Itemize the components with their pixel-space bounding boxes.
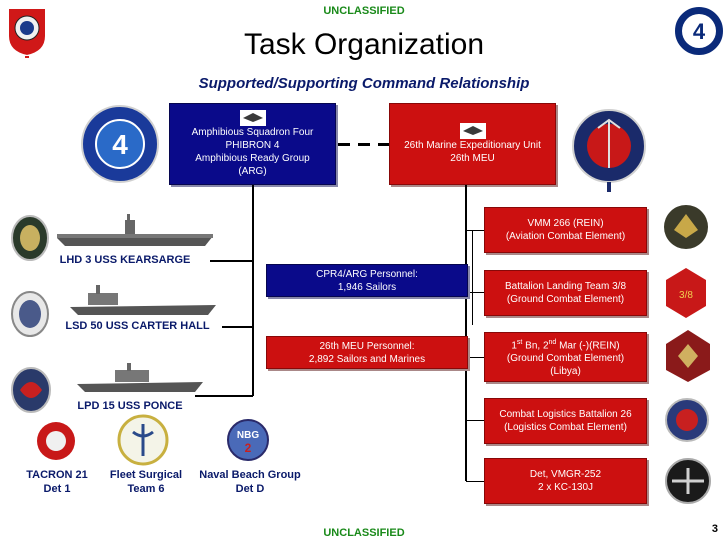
ship-label-carter-hall: LSD 50 USS CARTER HALL [65, 320, 210, 332]
phibron-4-box: Amphibious Squadron Four PHIBRON 4 Amphi… [169, 103, 336, 185]
phibron-4-seal-icon: 4 [80, 104, 160, 184]
phibron-line2: PHIBRON 4 [225, 140, 280, 151]
cpr4-line2: 1,946 Sailors [337, 281, 397, 293]
blt-3-8-insignia-icon: 3/8 [664, 266, 708, 320]
element-box-vmm-266: VMM 266 (REIN) (Aviation Combat Element) [484, 207, 647, 253]
supported-supporting-dashed-line [338, 143, 389, 146]
classification-bottom: UNCLASSIFIED [323, 527, 405, 539]
page-number: 3 [711, 523, 718, 535]
element-box-1st-bn-2nd-mar: 1st Bn, 2nd Mar (-)(REIN) (Ground Combat… [484, 332, 647, 382]
page-title: Task Organization [243, 28, 485, 61]
element-box-blt-3-8: Battalion Landing Team 3/8 (Ground Comba… [484, 270, 647, 316]
page-subtitle: Supported/Supporting Command Relationshi… [198, 75, 530, 92]
clb-26-insignia-icon [664, 396, 710, 444]
nbg-badge-text: NBG [237, 430, 259, 441]
carter-hall-ship-silhouette-icon [68, 283, 218, 317]
svg-text:3/8: 3/8 [679, 290, 693, 301]
meu-line2: 26th MEU [450, 153, 495, 164]
meu-line1: 26th Marine Expeditionary Unit [404, 140, 541, 151]
element-line1: Battalion Landing Team 3/8 [504, 281, 626, 292]
support-unit-fleet-surgical: Fleet Surgical Team 6 [109, 469, 183, 495]
cpr4-line1: CPR4/ARG Personnel: [316, 268, 418, 280]
element-line1: 1st Bn, 2nd Mar (-)(REIN) [511, 338, 620, 352]
vmgr-252-insignia-icon [664, 456, 712, 506]
element-line1: Det, VMGR-252 [529, 469, 602, 480]
element-line2: 2 x KC-130J [537, 482, 594, 493]
phibron-trunk-line [252, 185, 254, 396]
kearsarge-connector-line [210, 260, 253, 262]
element-line2: (Aviation Combat Element) [505, 231, 626, 242]
svg-text:4: 4 [693, 19, 706, 44]
element-line1: VMM 266 (REIN) [527, 218, 604, 229]
ponce-connector-line [195, 395, 253, 397]
element-line3: (Libya) [550, 366, 581, 378]
meu-trunk-line [465, 185, 467, 481]
element-box-vmgr-252: Det, VMGR-252 2 x KC-130J [484, 458, 647, 504]
phibron-line3: Amphibious Ready Group [195, 153, 310, 164]
ace-blt-bracket-line [472, 230, 473, 325]
eagle-insignia-icon [459, 123, 486, 139]
meu-personnel-line1: 26th MEU Personnel: [319, 340, 415, 352]
support-unit-naval-beach-group: Naval Beach Group Det D [199, 469, 301, 495]
amphibious-squadron-corner-seal-icon: 4 [673, 2, 725, 60]
ace-connector-line [466, 230, 484, 231]
svg-text:2: 2 [245, 441, 252, 455]
carter-hall-connector-line [222, 326, 253, 328]
gce-libya-connector-line [466, 357, 484, 358]
kearsarge-ship-silhouette-icon [55, 210, 215, 250]
1st-bn-2nd-mar-insignia-icon [664, 328, 712, 384]
element-line2: (Logistics Combat Element) [504, 422, 627, 433]
vmm-266-insignia-icon [662, 202, 710, 252]
blt-connector-line [466, 292, 484, 293]
classification-top: UNCLASSIFIED [323, 5, 405, 17]
svg-text:4: 4 [112, 129, 128, 160]
ponce-ship-silhouette-icon [75, 362, 205, 394]
cpr4-personnel-box: CPR4/ARG Personnel: 1,946 Sailors [266, 264, 468, 297]
ship-label-kearsarge: LHD 3 USS KEARSARGE [59, 254, 191, 266]
eagle-insignia-icon [239, 110, 266, 126]
vmgr-connector-line [466, 481, 484, 482]
support-unit-tacron-21: TACRON 21 Det 1 [26, 469, 88, 495]
ponce-crest-icon [10, 366, 52, 414]
kearsarge-crest-icon [10, 214, 50, 262]
ship-label-ponce: LPD 15 USS PONCE [77, 400, 183, 412]
phibron-corner-seal-icon [4, 6, 50, 58]
tacron-21-seal-icon [36, 418, 76, 464]
fleet-surgical-team-seal-icon [117, 414, 169, 466]
meu-personnel-line2: 2,892 Sailors and Marines [308, 353, 426, 365]
element-line1: Combat Logistics Battalion 26 [499, 409, 632, 420]
meu-personnel-box: 26th MEU Personnel: 2,892 Sailors and Ma… [266, 336, 468, 369]
clb-connector-line [466, 420, 484, 421]
element-line2: (Ground Combat Element) [506, 353, 625, 365]
element-line2: (Ground Combat Element) [506, 294, 625, 305]
26th-meu-box: 26th Marine Expeditionary Unit 26th MEU [389, 103, 556, 185]
element-box-clb-26: Combat Logistics Battalion 26 (Logistics… [484, 398, 647, 444]
carter-hall-crest-icon [10, 290, 50, 338]
phibron-line4: (ARG) [238, 166, 267, 177]
26th-meu-seal-icon [568, 106, 650, 194]
phibron-line1: Amphibious Squadron Four [191, 127, 314, 138]
